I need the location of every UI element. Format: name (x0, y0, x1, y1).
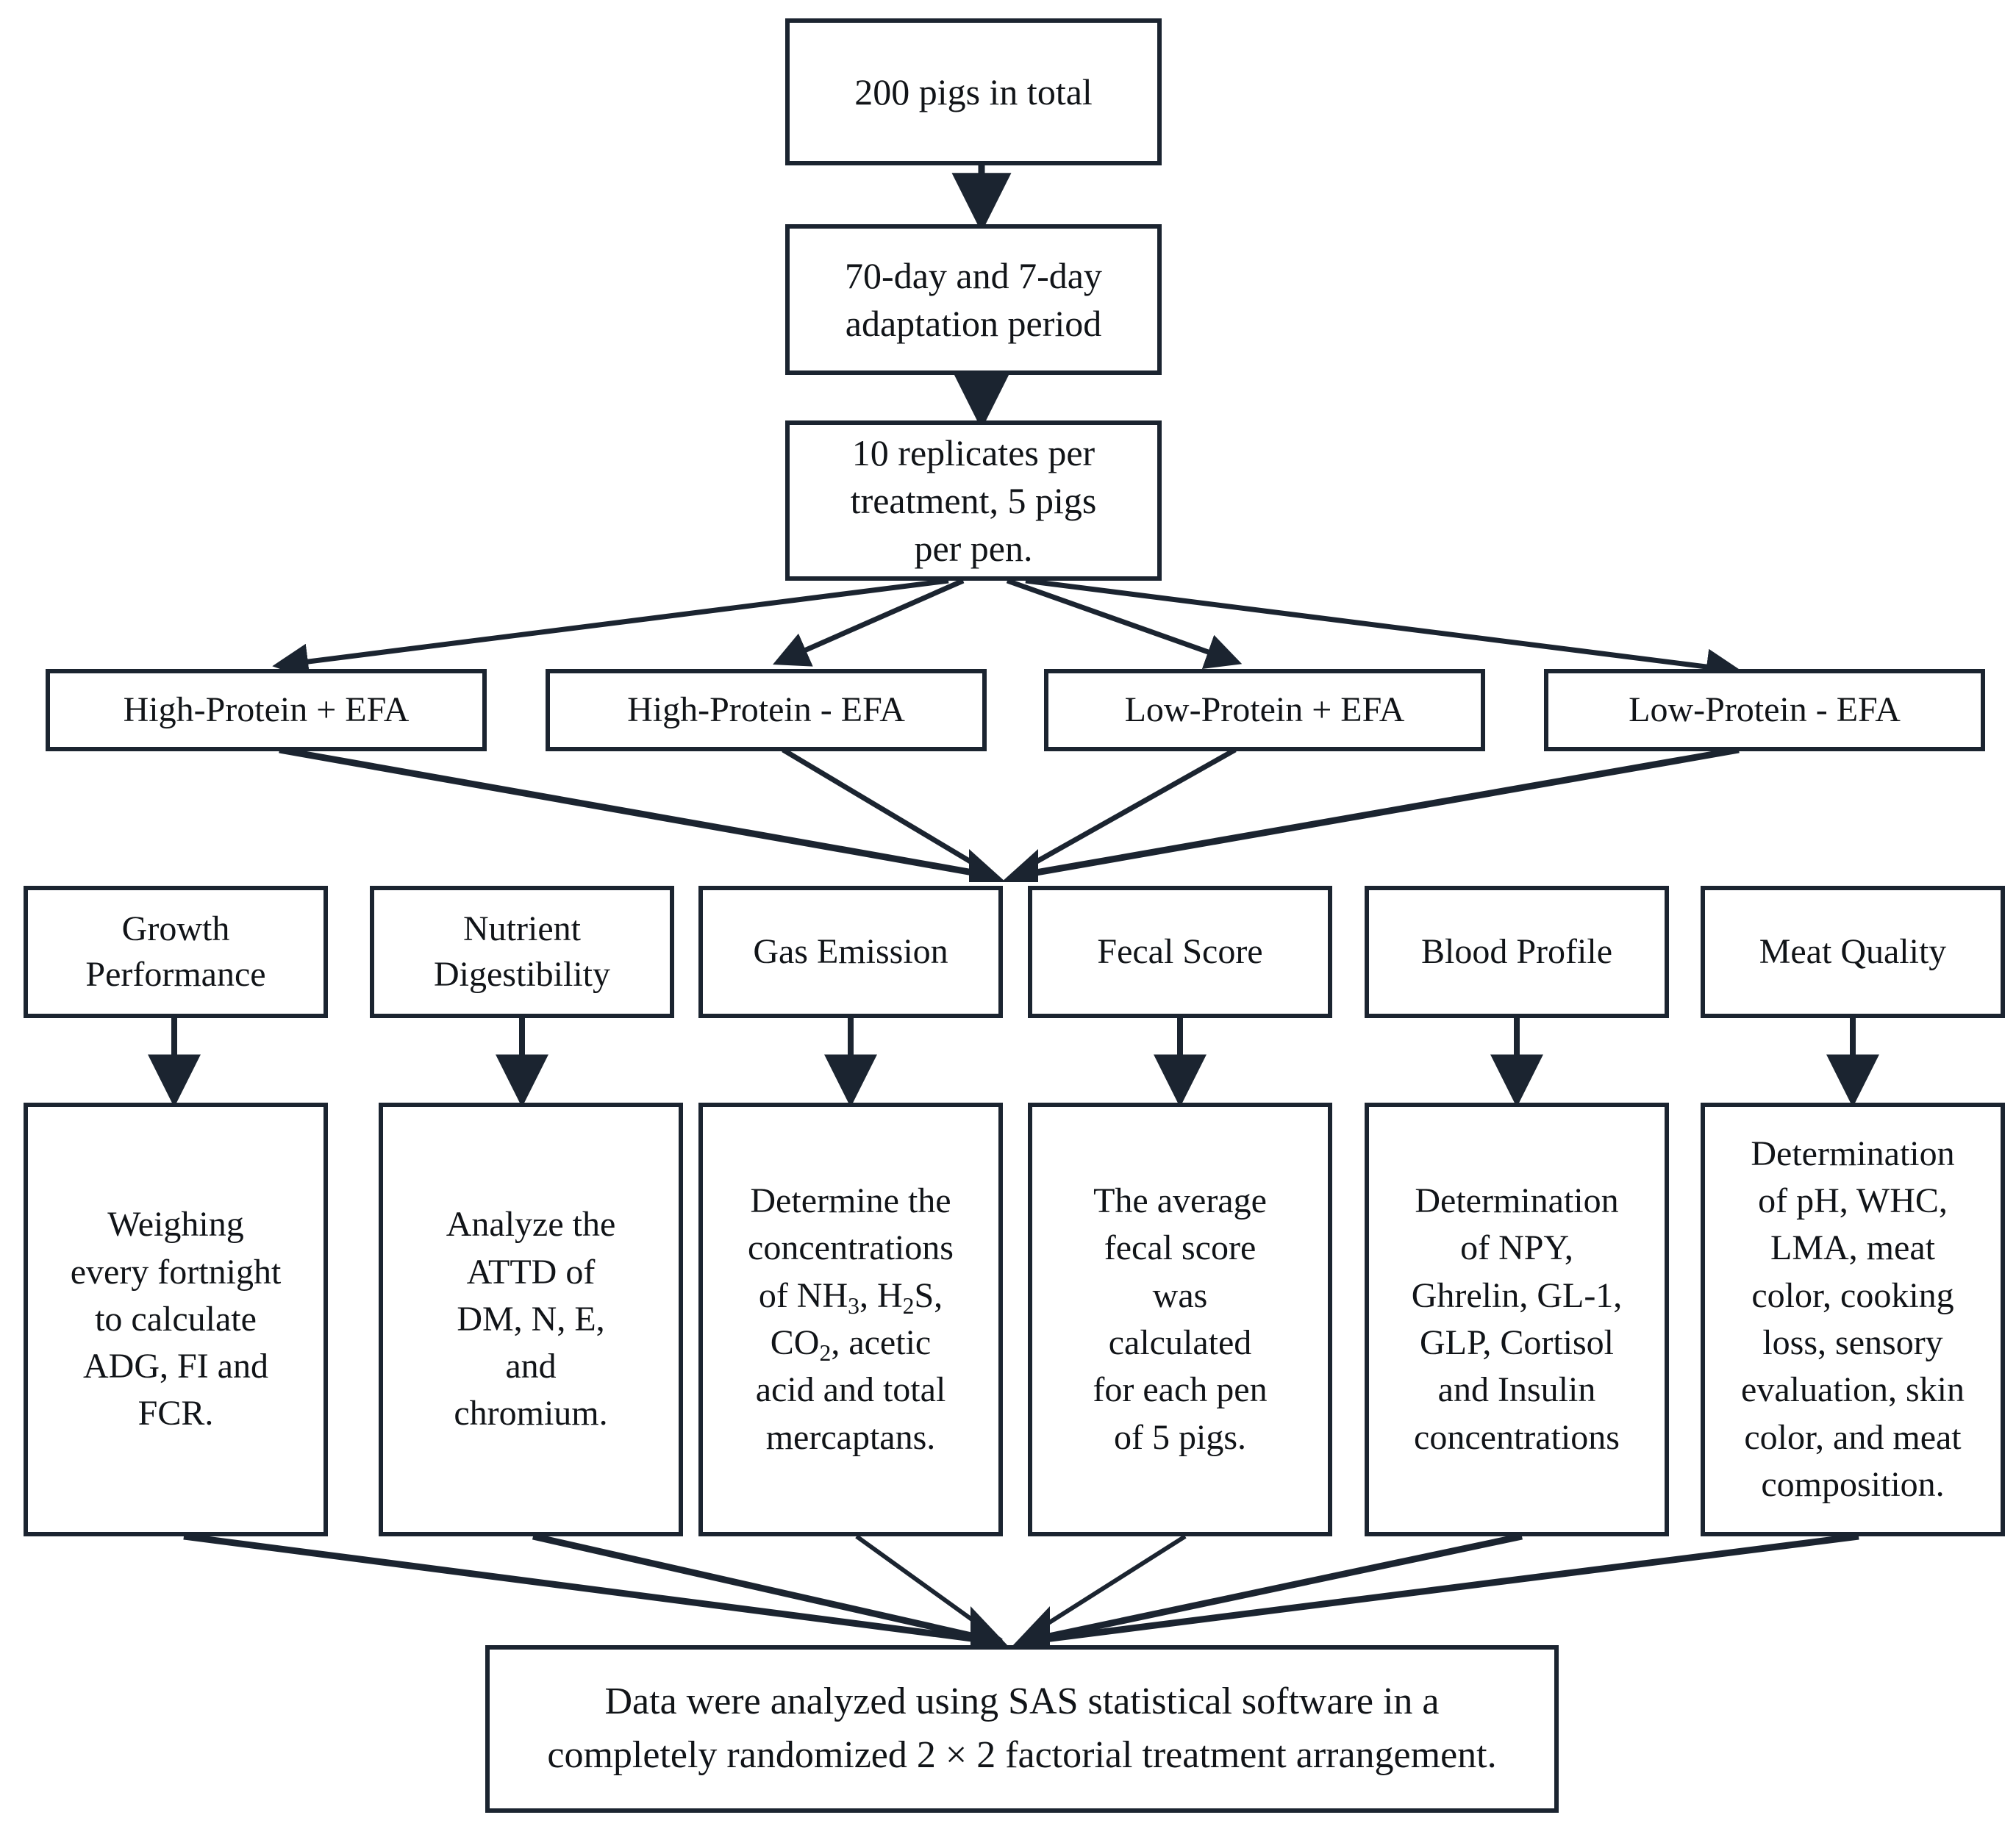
node-total-pigs-label: 200 pigs in total (854, 71, 1093, 112)
edge-detail-4-to-conclusion (1019, 1534, 1187, 1643)
edge-detail-5-to-conclusion (1027, 1533, 1523, 1644)
node-treatment-high-protein-minus-efa: High-Protein - EFA (546, 669, 987, 751)
edge-detail-6-to-conclusion (1032, 1533, 1859, 1644)
node-treatment-low-protein-minus-efa: Low-Protein - EFA (1544, 669, 1985, 751)
node-category-nutrient-digestibility: Nutrient Digestibility (370, 886, 674, 1018)
node-category-fecal-score: Fecal Score (1028, 886, 1332, 1018)
node-category-6-label: Meat Quality (1759, 931, 1947, 971)
node-category-growth-performance: Growth Performance (24, 886, 328, 1018)
edge-detail-1-to-conclusion (183, 1533, 990, 1644)
node-conclusion-label: Data were analyzed using SAS statistical… (547, 1680, 1497, 1776)
node-replicates: 10 replicates per treatment, 5 pigs per … (785, 420, 1162, 581)
edge-replicates-to-treatment-2 (773, 578, 965, 667)
node-replicates-label: 10 replicates per treatment, 5 pigs per … (850, 432, 1097, 569)
convergence-arrowhead-left (969, 849, 1006, 882)
node-conclusion: Data were analyzed using SAS statistical… (485, 1645, 1559, 1813)
edge-treatment-1-to-measurements (279, 746, 986, 878)
node-treatment-low-protein-plus-efa: Low-Protein + EFA (1044, 669, 1485, 751)
edge-treatment-4-to-measurements (1023, 746, 1740, 878)
node-detail-fecal-score: The average fecal score was calculated f… (1028, 1103, 1332, 1536)
node-treatment-1-label: High-Protein + EFA (123, 690, 410, 729)
node-detail-nutrient-digestibility: Analyze the ATTD of DM, N, E, and chromi… (379, 1103, 683, 1536)
node-treatment-3-label: Low-Protein + EFA (1124, 690, 1405, 729)
conclusion-arrowhead-right (1012, 1606, 1050, 1647)
node-detail-4-label: The average fecal score was calculated f… (1093, 1181, 1268, 1457)
node-category-3-label: Gas Emission (753, 931, 948, 971)
node-category-2-label: Nutrient Digestibility (434, 909, 610, 994)
node-category-4-label: Fecal Score (1097, 931, 1263, 971)
edge-replicates-to-treatment-1 (272, 578, 949, 680)
node-detail-meat-quality: Determination of pH, WHC, LMA, meat colo… (1701, 1103, 2005, 1536)
edge-replicates-to-treatment-3 (1006, 578, 1243, 669)
conclusion-arrowhead-left (971, 1606, 1009, 1647)
node-category-gas-emission: Gas Emission (698, 886, 1003, 1018)
edge-treatment-3-to-measurements (1012, 747, 1237, 878)
node-treatment-4-label: Low-Protein - EFA (1629, 690, 1901, 729)
node-adaptation-period-label: 70-day and 7-day adaptation period (845, 254, 1102, 344)
edge-treatment-2-to-measurements (782, 747, 994, 878)
node-detail-1-label: Weighing every fortnight to calculate AD… (70, 1205, 282, 1433)
node-detail-growth-performance: Weighing every fortnight to calculate AD… (24, 1103, 328, 1536)
node-category-1-label: Growth Performance (85, 909, 266, 994)
node-category-meat-quality: Meat Quality (1701, 886, 2005, 1018)
node-category-5-label: Blood Profile (1421, 931, 1612, 971)
node-detail-blood-profile: Determination of NPY, Ghrelin, GL-1, GLP… (1365, 1103, 1669, 1536)
node-detail-6-label: Determination of pH, WHC, LMA, meat colo… (1741, 1134, 1965, 1504)
edge-detail-2-to-conclusion (532, 1533, 995, 1644)
node-treatment-2-label: High-Protein - EFA (627, 690, 905, 729)
edge-detail-3-to-conclusion (855, 1534, 1003, 1643)
node-adaptation-period: 70-day and 7-day adaptation period (785, 224, 1162, 375)
node-detail-2-label: Analyze the ATTD of DM, N, E, and chromi… (446, 1205, 616, 1433)
edge-replicates-to-treatment-4 (1025, 578, 1742, 685)
convergence-arrowhead-right (1001, 849, 1038, 882)
node-treatment-high-protein-plus-efa: High-Protein + EFA (46, 669, 487, 751)
node-category-blood-profile: Blood Profile (1365, 886, 1669, 1018)
node-total-pigs: 200 pigs in total (785, 18, 1162, 165)
node-detail-5-label: Determination of NPY, Ghrelin, GL-1, GLP… (1411, 1181, 1623, 1457)
